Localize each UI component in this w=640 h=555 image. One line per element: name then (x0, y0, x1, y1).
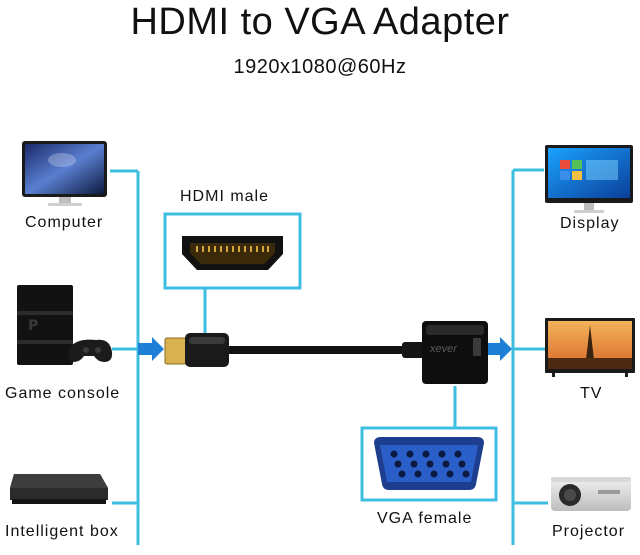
output-label-projector: Projector (552, 523, 626, 540)
vga-callout-box (360, 426, 498, 502)
source-connector-lines (110, 169, 140, 545)
svg-text:xever: xever (429, 343, 458, 355)
svg-text:P: P (28, 318, 38, 334)
source-label-computer: Computer (25, 214, 104, 231)
hdmi-male-label: HDMI male (180, 188, 270, 205)
game-console-icon: P (17, 285, 113, 365)
output-label-display: Display (560, 215, 620, 232)
source-label-game-console: Game console (5, 385, 121, 402)
hdmi-port-icon (182, 236, 283, 270)
vga-female-label: VGA female (377, 510, 473, 527)
output-connector-lines (511, 168, 548, 545)
intelligent-box-icon (10, 474, 108, 504)
input-arrow (138, 337, 164, 361)
hdmi-to-vga-adapter: xever (164, 321, 488, 384)
vga-adapter-box: xever (422, 321, 488, 384)
output-arrow (488, 337, 512, 361)
hdmi-callout-box (163, 212, 302, 290)
output-label-tv: TV (580, 385, 603, 402)
vga-port-icon (374, 437, 484, 490)
source-label-intelligent-box: Intelligent box (5, 523, 119, 540)
tv-icon (545, 318, 635, 377)
display-icon (545, 145, 633, 213)
hdmi-plug (164, 333, 229, 367)
computer-icon (22, 141, 107, 206)
page-title: HDMI to VGA Adapter (130, 1, 510, 43)
projector-icon (551, 477, 631, 511)
resolution-subtitle: 1920x1080@60Hz (233, 56, 407, 78)
